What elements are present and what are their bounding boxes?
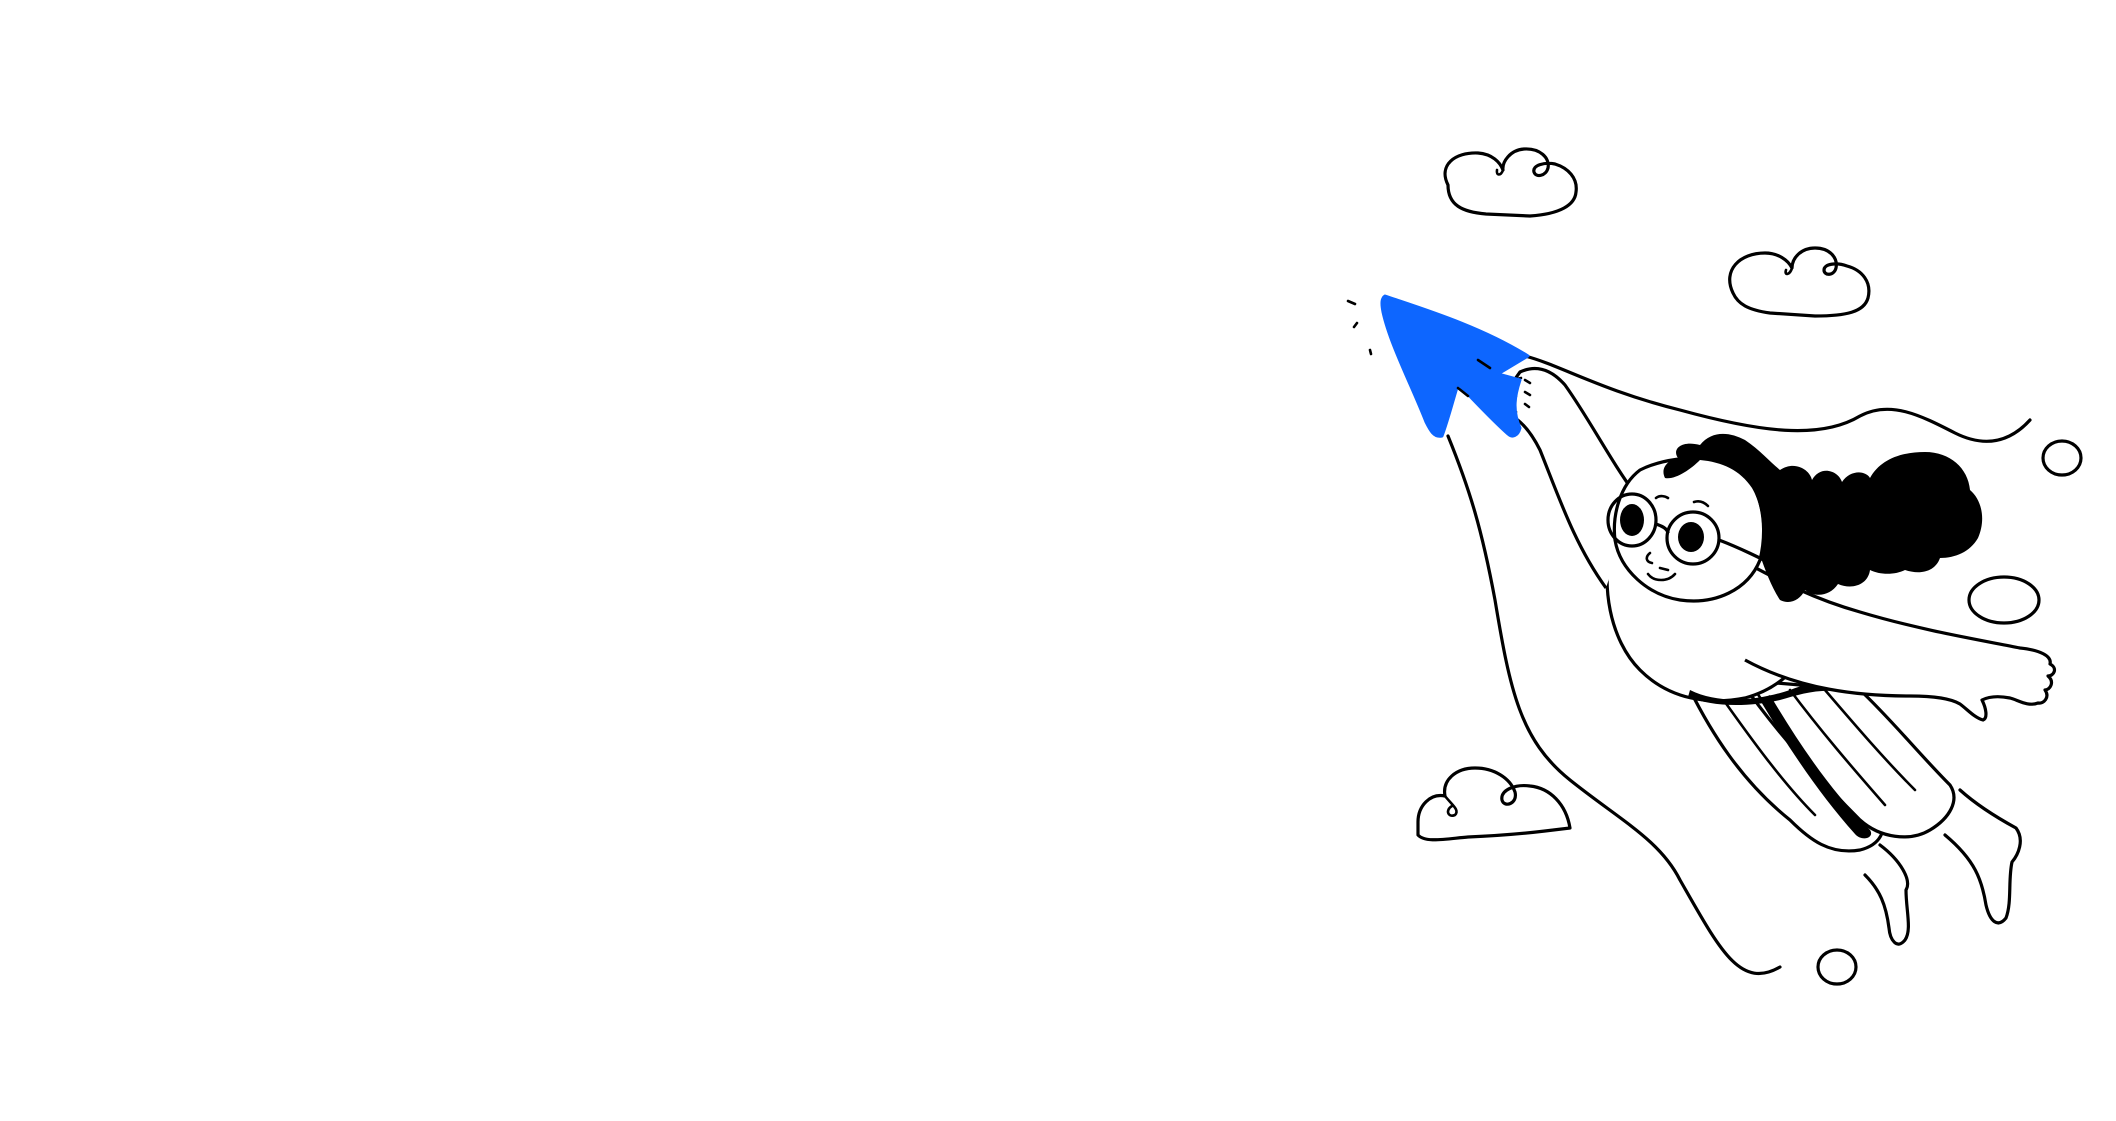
right-eye	[1678, 522, 1704, 552]
cape	[1523, 354, 2032, 443]
left-eye	[1620, 504, 1644, 536]
hair	[1663, 433, 1983, 602]
legs	[1688, 678, 2022, 946]
bubble-bottom	[1816, 948, 1858, 986]
glasses-right-lens	[1665, 510, 1721, 566]
bubble-right-middle	[1967, 575, 2041, 625]
plane-trail	[1446, 434, 1782, 976]
shorts	[1688, 682, 1850, 706]
cloud-top-right	[1728, 246, 1871, 318]
paper-plane-icon	[1380, 294, 1530, 438]
bubble-right-top	[2041, 439, 2083, 477]
motion-lines	[1346, 299, 1373, 356]
head	[1606, 433, 1983, 603]
cloud-top-left	[1443, 147, 1578, 218]
cloud-bottom-left	[1416, 766, 1572, 842]
glasses-left-lens	[1606, 492, 1658, 548]
outstretched-arm	[1717, 546, 2057, 722]
